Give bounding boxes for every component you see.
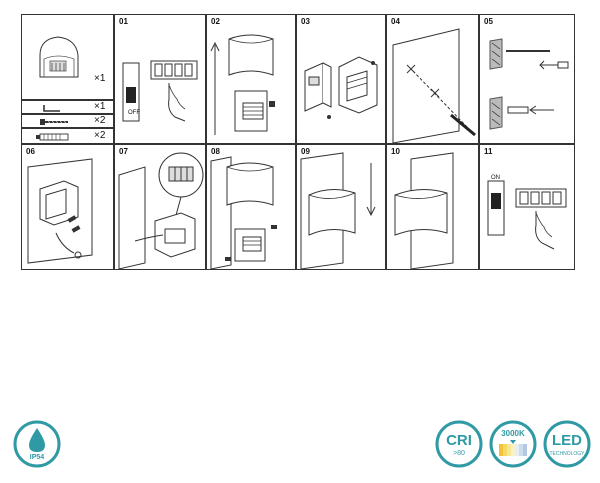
step-05-cell: 05 xyxy=(479,14,575,144)
step-number: 06 xyxy=(26,147,35,156)
lamp-illustration xyxy=(39,36,79,78)
step-number: 04 xyxy=(391,17,400,26)
step-10-cell: 10 xyxy=(386,144,479,270)
remove-shade-illustration xyxy=(210,34,275,135)
step-number: 03 xyxy=(301,17,310,26)
hex-key-qty: ×1 xyxy=(94,101,106,112)
screw-icon xyxy=(40,119,68,125)
step-number: 08 xyxy=(211,147,220,156)
ip-rating-text: IP54 xyxy=(29,454,45,461)
screw-qty: ×2 xyxy=(94,115,106,126)
instruction-grid: ×1 ×1 ×2 ×2 01 xyxy=(21,14,575,270)
step-08-cell: 08 xyxy=(206,144,296,270)
hex-key-icon xyxy=(43,105,60,112)
water-drop-icon xyxy=(13,420,61,468)
anchor-qty: ×2 xyxy=(94,130,106,141)
attach-body-illustration xyxy=(210,156,277,269)
cri-ring xyxy=(435,420,483,468)
step-04-cell: 04 xyxy=(386,14,479,144)
step-06-cell: 06 xyxy=(21,144,114,270)
color-temp-text: 3000K xyxy=(501,429,525,438)
finished-lamp-illustration xyxy=(394,152,454,269)
led-label: LED xyxy=(552,432,582,449)
step-03-cell: 03 xyxy=(296,14,386,144)
step-11-cell: 11 ON xyxy=(479,144,575,270)
step-number: 01 xyxy=(119,17,128,26)
cri-value: >80 xyxy=(453,450,465,457)
lamp-qty: ×1 xyxy=(94,73,106,84)
parts-lamp-cell: ×1 xyxy=(21,14,114,100)
ip54-badge: IP54 xyxy=(13,420,61,468)
parts-anchor-cell: ×2 xyxy=(21,128,114,144)
led-ring xyxy=(543,420,591,468)
cri-badge: CRI >80 xyxy=(435,420,483,468)
switch-off-label: OFF xyxy=(128,110,140,116)
step-number: 05 xyxy=(484,17,493,26)
step-07-cell: 07 xyxy=(114,144,206,270)
step-number: 11 xyxy=(484,147,493,156)
parts-hex-key-cell: ×1 xyxy=(21,100,114,114)
insert-anchors-illustration xyxy=(489,38,569,130)
parts-screw-cell: ×2 xyxy=(21,114,114,128)
detach-plate-illustration xyxy=(304,56,378,119)
step-number: 09 xyxy=(301,147,310,156)
power-off-illustration xyxy=(122,60,198,122)
color-temp-badge: 3000K xyxy=(489,420,537,468)
mount-plate-illustration xyxy=(27,158,93,264)
wiring-illustration xyxy=(118,152,204,269)
switch-on-label: ON xyxy=(491,175,500,181)
step-09-cell: 09 xyxy=(296,144,386,270)
mark-drill-holes-illustration xyxy=(392,28,476,143)
cri-label: CRI xyxy=(446,432,472,449)
wall-anchor-icon xyxy=(36,133,69,141)
color-temp-icon xyxy=(489,420,537,468)
power-on-illustration xyxy=(487,180,567,250)
step-01-cell: 01 OFF xyxy=(114,14,206,144)
led-badge: LED TECHNOLOGY xyxy=(543,420,591,468)
step-02-cell: 02 xyxy=(206,14,296,144)
place-shade-illustration xyxy=(300,152,376,269)
led-sub-label: TECHNOLOGY xyxy=(549,451,585,457)
step-number: 10 xyxy=(391,147,400,156)
step-number: 02 xyxy=(211,17,220,26)
step-number: 07 xyxy=(119,147,128,156)
